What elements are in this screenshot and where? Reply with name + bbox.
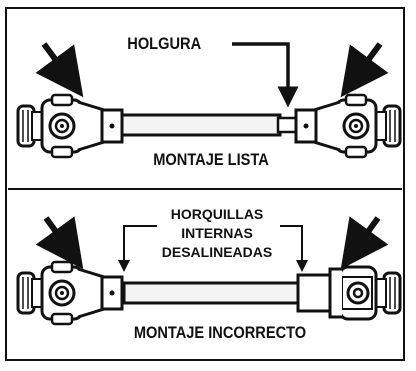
incorrect-assembly [16,260,402,326]
misalign-bracket-right [280,225,308,272]
border-frame [5,7,405,361]
holgura-arrow [232,42,299,108]
caption-correct: MONTAJE LISTA [153,151,269,169]
outer-tube [122,281,304,305]
right-pointer-arrow-bottom [340,216,389,270]
caption-incorrect: MONTAJE INCORRECTO [134,324,306,342]
left-pointer-arrow [35,42,84,98]
holgura-label: HOLGURA [127,35,201,53]
correct-assembly [16,93,402,159]
outer-tube [102,113,282,137]
right-yoke-misaligned [296,265,402,321]
note-line-2: INTERNAS [181,225,253,241]
left-yoke [16,93,124,159]
left-yoke [16,260,124,326]
note-line-1: HORQUILLAS [171,206,264,222]
note-line-3: DESALINEADAS [162,244,272,260]
misalign-bracket-left [118,225,157,272]
left-pointer-arrow-bottom [35,216,84,270]
right-yoke [294,93,402,159]
right-pointer-arrow [340,42,389,98]
